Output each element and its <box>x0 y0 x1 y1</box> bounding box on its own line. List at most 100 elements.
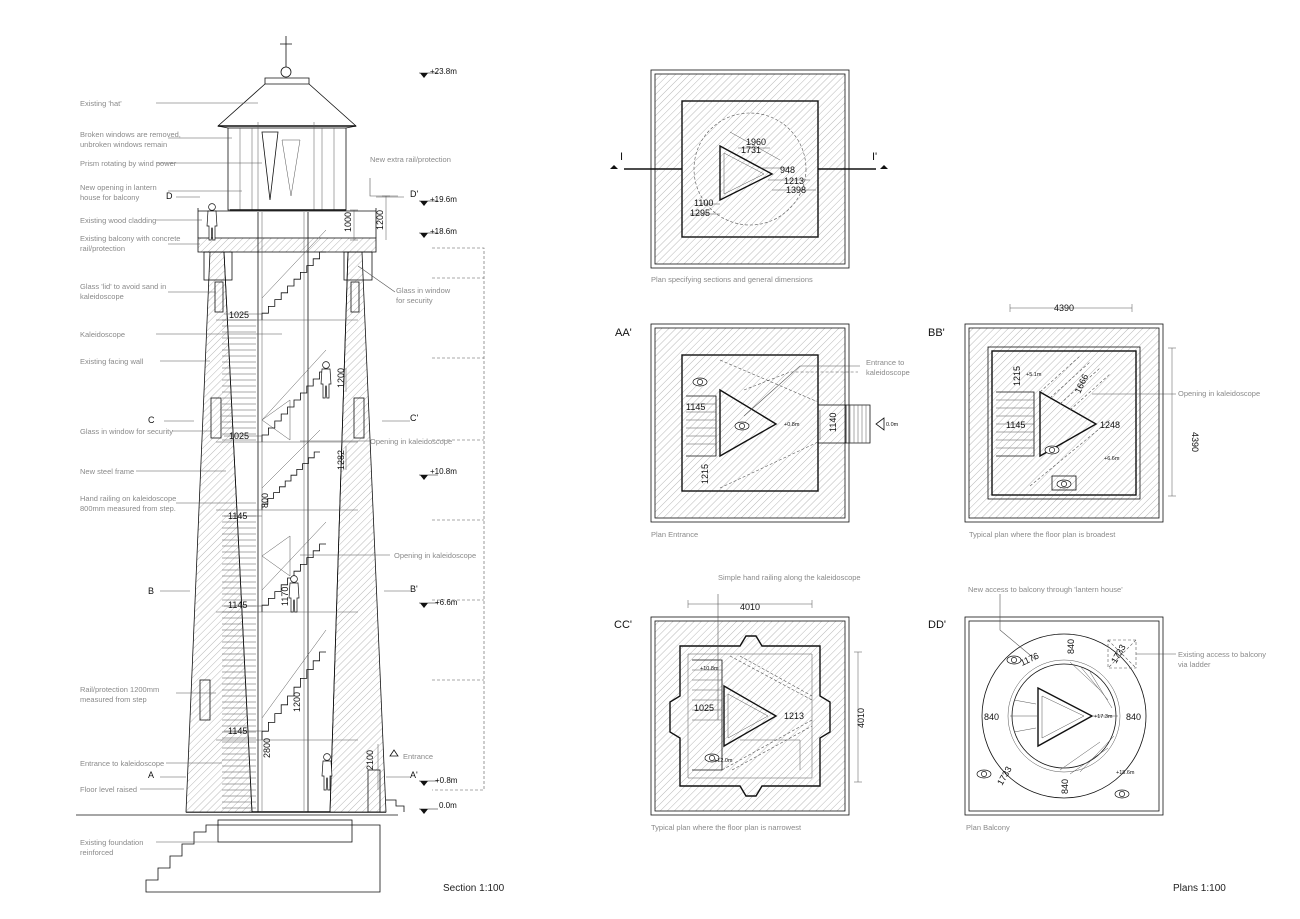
dim-1200-low: 1200 <box>292 692 302 712</box>
plan-dd: DD' New access to balcony through 'lante… <box>928 585 1266 832</box>
floors <box>216 209 358 741</box>
level-23-8: +23.8m <box>430 67 457 76</box>
note-hand-railing-2: 800mm measured from step. <box>80 504 176 513</box>
dim-aa-1140: 1140 <box>828 413 838 432</box>
dim-1295: 1295 <box>690 208 710 218</box>
dim-cc-1213: 1213 <box>784 711 804 721</box>
dim-1960: 1960 <box>746 137 766 147</box>
dim-bb-1215: 1215 <box>1012 366 1022 386</box>
level-6-6: +6.6m <box>435 598 458 607</box>
note-glass-lid-1: Glass 'lid' to avoid sand in <box>80 282 166 291</box>
dim-bb-4390-side: 4390 <box>1190 432 1200 452</box>
dim-2100: 2100 <box>365 750 375 770</box>
dim-800: 800 <box>260 493 270 508</box>
note-hand-railing-1: Hand railing on kaleidoscope <box>80 494 176 503</box>
cut-mark-a-prime: A' <box>410 770 418 780</box>
note-foundation-2: reinforced <box>80 848 113 857</box>
cut-mark-c: C <box>148 415 155 425</box>
note-glass-security-2: for security <box>396 296 433 305</box>
stair-flight <box>261 451 320 510</box>
dim-1000: 1000 <box>343 212 353 232</box>
dim-1145-upper: 1145 <box>228 511 247 521</box>
level-aa-0-0: 0.0m <box>886 422 899 428</box>
note-entrance: Entrance <box>403 752 433 761</box>
dim-aa-1215: 1215 <box>700 464 710 484</box>
note-opening-kaleidoscope-1: Opening in kaleidoscope <box>370 437 452 446</box>
dim-1282: 1282 <box>336 450 346 470</box>
cut-mark-b: B <box>148 586 154 596</box>
dim-dd-840-top: 840 <box>1066 639 1076 654</box>
note-bb-opening: Opening in kaleidoscope <box>1178 389 1260 398</box>
dim-dd-840-bottom: 840 <box>1060 779 1070 794</box>
hand-rail <box>261 629 327 719</box>
dim-bb-1145: 1145 <box>1006 420 1025 430</box>
cut-mark-c-prime: C' <box>410 413 418 423</box>
note-dd-new-access: New access to balcony through 'lantern h… <box>968 585 1123 594</box>
level-aa-0-8: +0.8m <box>784 422 800 428</box>
dim-1170: 1170 <box>280 587 290 606</box>
level-bb-5-1: +5.1m <box>1026 372 1042 378</box>
note-extra-rail: New extra rail/protection <box>370 155 451 164</box>
level-0-0: 0.0m <box>439 801 457 810</box>
section-leaders-left <box>136 102 282 843</box>
plan-general: I I' 1960 1731 948 1213 1398 1100 1295 P… <box>610 69 888 284</box>
dim-1398: 1398 <box>786 185 806 195</box>
note-existing-hat: Existing 'hat' <box>80 99 122 108</box>
plans-scale-label: Plans 1:100 <box>1173 883 1226 894</box>
level-cc-12-0: +12.0m <box>714 758 733 764</box>
level-18-6: +18.6m <box>430 227 457 236</box>
note-broken-windows-2: unbroken windows remain <box>80 140 167 149</box>
note-balcony-1: Existing balcony with concrete <box>80 234 180 243</box>
note-aa-entrance-1: Entrance to <box>866 358 904 367</box>
foundation <box>76 811 398 893</box>
note-rail-protection-1: Rail/protection 1200mm <box>80 685 159 694</box>
dim-dd-840-right: 840 <box>1126 712 1141 722</box>
note-glass-security-1: Glass in window <box>396 286 451 295</box>
hand-rail <box>261 429 321 489</box>
lighthouse-section: Existing 'hat' Broken windows are remove… <box>76 36 505 894</box>
hand-rail <box>261 349 327 421</box>
dim-aa-1145: 1145 <box>686 402 705 412</box>
dim-2800: 2800 <box>262 738 272 758</box>
level-bb-6-6: +6.6m <box>1104 456 1120 462</box>
hand-rail <box>261 229 327 299</box>
caption-plan-entrance: Plan Entrance <box>651 530 698 539</box>
note-new-opening-2: house for balcony <box>80 193 139 202</box>
cut-i-prime: I' <box>872 151 877 163</box>
note-wood-cladding: Existing wood cladding <box>80 216 156 225</box>
dim-1100: 1100 <box>694 198 713 208</box>
note-glass-lid-2: kaleidoscope <box>80 292 124 301</box>
plan-aa: AA' 1145 1215 1140 +0.8m 0.0m Entrance t… <box>615 323 910 539</box>
dim-1145-mid: 1145 <box>228 600 247 610</box>
note-facing-wall: Existing facing wall <box>80 357 144 366</box>
kaleidoscope-shaft <box>257 212 309 812</box>
note-balcony-2: rail/protection <box>80 244 125 253</box>
level-19-6: +19.6m <box>430 195 457 204</box>
note-entrance-kaleidoscope: Entrance to kaleidoscope <box>80 759 164 768</box>
dim-cc-1025: 1025 <box>694 703 714 713</box>
plan-bb: BB' 4390 1215 1666 1145 1248 4390 +5.1m … <box>928 303 1260 539</box>
dim-1025-mid: 1025 <box>229 431 249 441</box>
plan-cc: CC' Simple hand railing along the kaleid… <box>614 573 866 832</box>
cut-mark-a: A <box>148 770 154 780</box>
hand-rail <box>261 521 327 591</box>
stair-flight <box>261 371 326 442</box>
dim-cc-4010-side: 4010 <box>856 708 866 728</box>
dim-1731: 1731 <box>741 145 761 155</box>
dim-1025-top: 1025 <box>229 310 249 320</box>
dim-1145-low: 1145 <box>228 726 247 736</box>
caption-general-plan: Plan specifying sections and general dim… <box>651 275 813 284</box>
cut-mark-d-prime: D' <box>410 189 418 199</box>
note-opening-kaleidoscope-2: Opening in kaleidoscope <box>394 551 476 560</box>
dim-dd-1733-bottom: 1733 <box>995 765 1014 787</box>
dim-1200-top: 1200 <box>375 210 385 230</box>
label-bb: BB' <box>928 327 945 339</box>
stairs <box>222 229 327 809</box>
note-new-opening-1: New opening in lantern <box>80 183 157 192</box>
level-10-8: +10.8m <box>430 467 457 476</box>
note-prism: Prism rotating by wind power <box>80 159 177 168</box>
note-aa-entrance-2: kaleidoscope <box>866 368 910 377</box>
dim-1213: 1213 <box>784 176 804 186</box>
note-kaleidoscope: Kaleidoscope <box>80 330 125 339</box>
